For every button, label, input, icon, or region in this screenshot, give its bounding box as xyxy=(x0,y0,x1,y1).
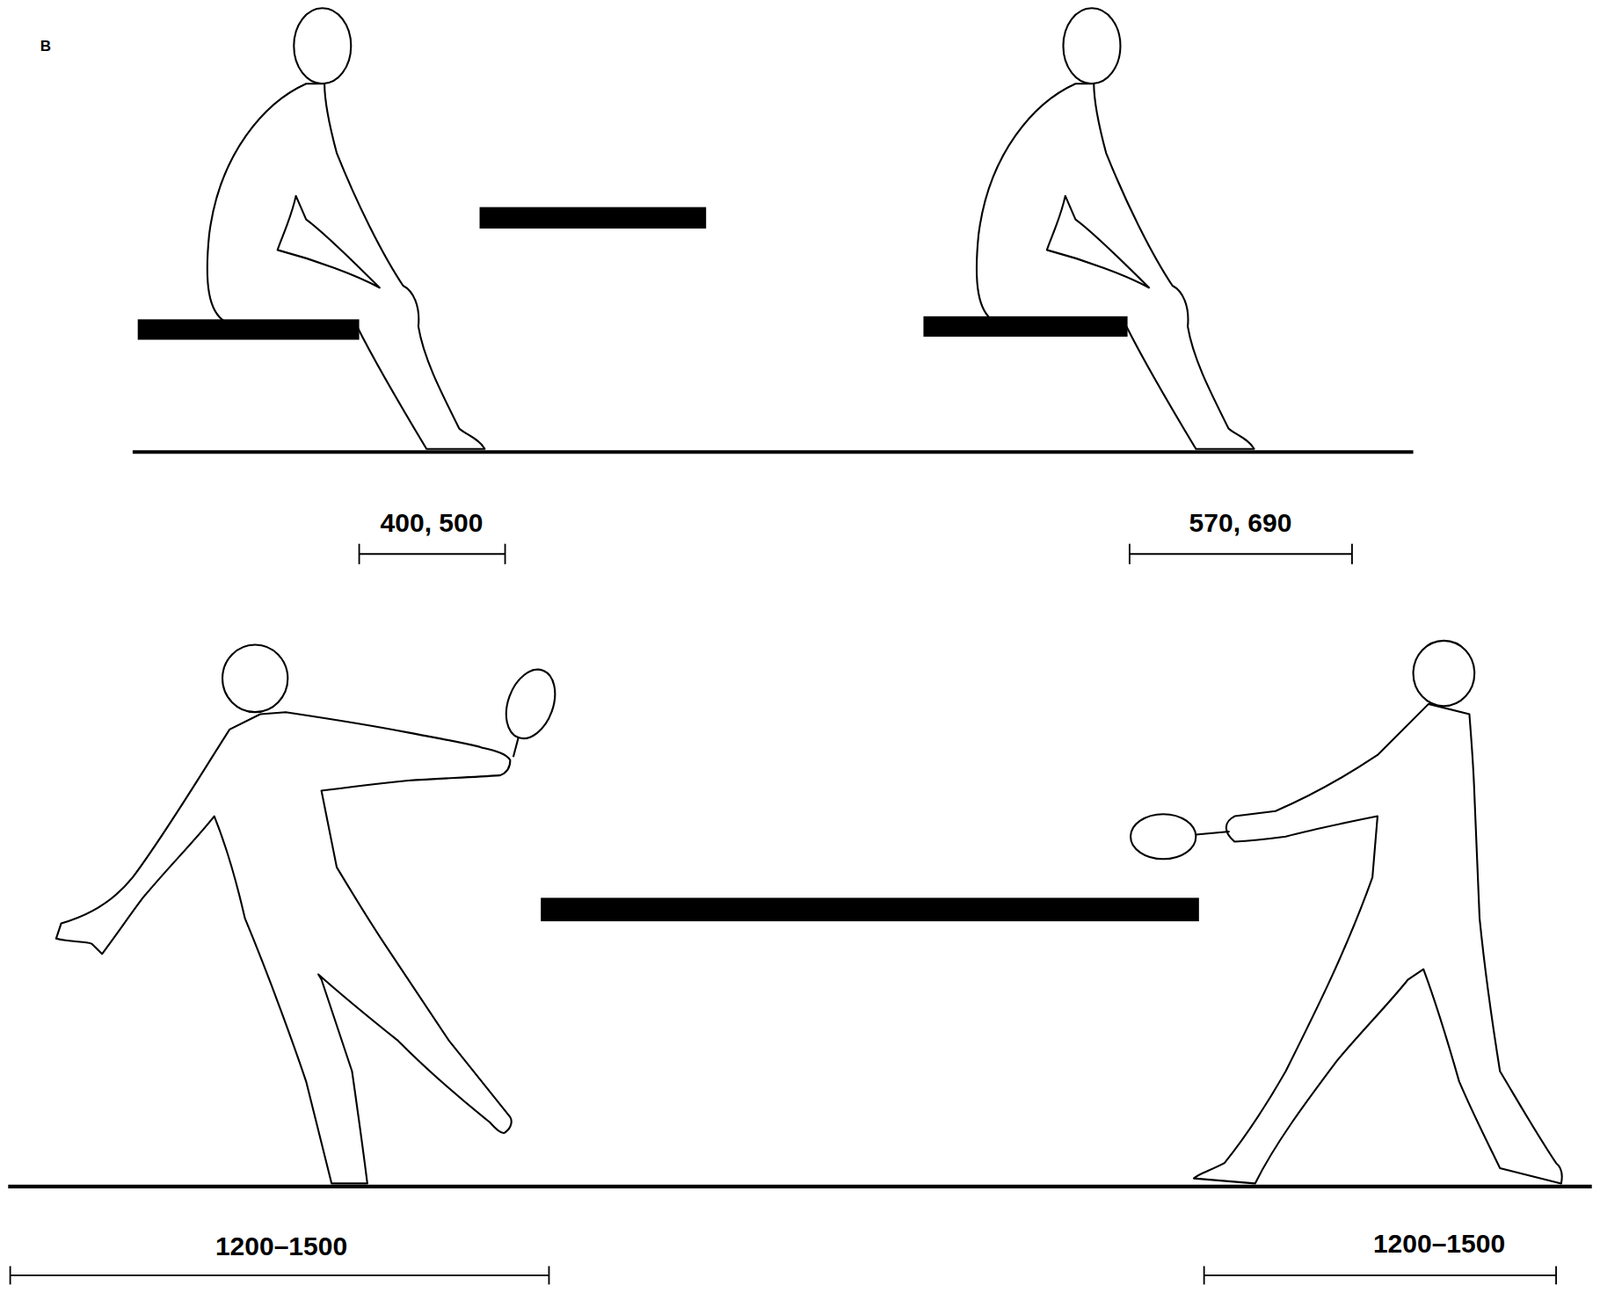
seated-figure xyxy=(207,7,486,449)
dimension-tick xyxy=(358,544,361,565)
table xyxy=(480,207,707,229)
arm-outline xyxy=(277,196,380,288)
arm-outline xyxy=(1047,196,1150,288)
head xyxy=(1413,640,1476,706)
head xyxy=(222,645,288,713)
racket xyxy=(1130,814,1196,859)
dimension-label: 1200–1500 xyxy=(215,1233,348,1260)
dimension-tick xyxy=(548,1265,551,1285)
bench xyxy=(138,319,360,340)
dimension-lines xyxy=(10,544,1557,1286)
dimension-label: 1200–1500 xyxy=(1373,1230,1506,1258)
body-outline xyxy=(1193,704,1563,1185)
table-tennis-table xyxy=(540,897,1200,922)
body-outline xyxy=(207,83,486,450)
player-figure xyxy=(56,645,565,1185)
floor-line xyxy=(132,450,1414,454)
racket xyxy=(497,662,565,746)
bench xyxy=(923,316,1128,337)
head xyxy=(1062,7,1120,84)
racket-handle xyxy=(1195,831,1230,835)
dimension-tick xyxy=(1128,544,1131,565)
body-outline xyxy=(976,83,1255,450)
dimension-tick xyxy=(9,1265,12,1285)
dimension-label: 570, 690 xyxy=(1189,509,1293,537)
dimension-line xyxy=(1129,552,1353,555)
floor-line xyxy=(7,1185,1592,1189)
dimension-tick xyxy=(1351,544,1353,565)
racket-handle xyxy=(513,737,519,757)
body-outline xyxy=(56,712,512,1184)
dimension-line xyxy=(359,552,506,555)
head xyxy=(293,7,351,84)
dimension-tick xyxy=(1203,1265,1206,1285)
panel-letter: B xyxy=(40,38,51,54)
dimension-label: 400, 500 xyxy=(380,509,484,537)
dimension-line xyxy=(10,1274,550,1277)
dimension-line xyxy=(1204,1274,1557,1277)
seated-figure xyxy=(976,7,1255,449)
dimension-tick xyxy=(1555,1265,1557,1285)
dimension-tick xyxy=(504,544,507,565)
